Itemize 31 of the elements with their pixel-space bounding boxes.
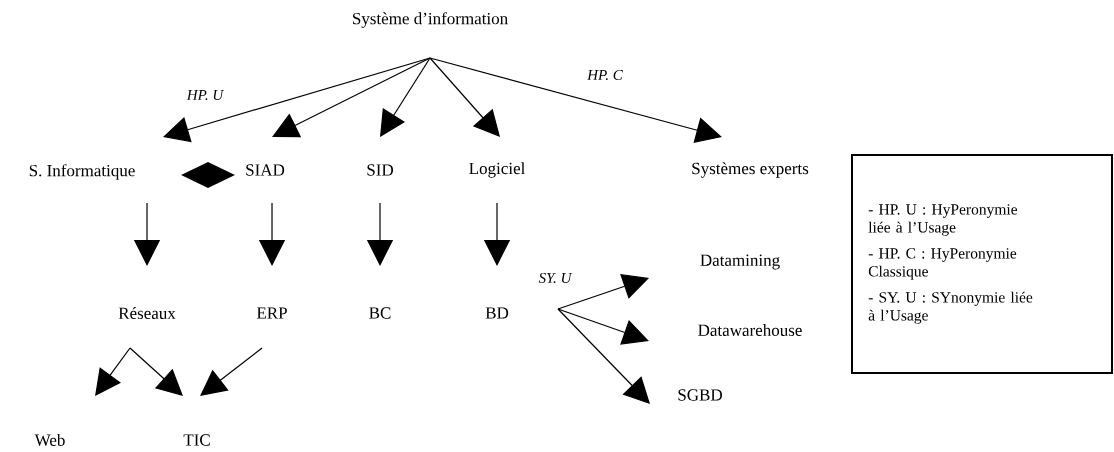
concept-label: Datawarehouse: [698, 324, 802, 336]
concept-label: TIC: [183, 434, 210, 446]
diamond-shape: [181, 162, 235, 188]
concept-label: SIAD: [246, 164, 285, 176]
arrow: [272, 57, 431, 138]
arrow: [95, 347, 131, 396]
arrow: [557, 308, 650, 404]
arrow: [429, 57, 500, 137]
concept-label: Réseaux: [118, 307, 176, 319]
concept-label: SID: [367, 164, 393, 176]
edge-label: HP. C: [587, 69, 623, 81]
edge-label: SY. U: [538, 272, 573, 284]
concept-label: Systèmes experts: [692, 162, 809, 178]
arrow: [380, 57, 431, 137]
concept-label: Logiciel: [469, 162, 525, 178]
arrow: [429, 57, 722, 143]
concept-label: Système d’information: [353, 12, 508, 28]
edge-label: HP. U: [186, 90, 224, 100]
arrow: [163, 57, 431, 143]
concept-label: Web: [34, 433, 65, 446]
concept-label: SGBD: [678, 389, 722, 401]
concept-label: ERP: [256, 307, 287, 319]
concept-label: S. Informatique: [29, 164, 135, 180]
arrow: [200, 347, 263, 396]
arrow: [557, 308, 649, 345]
concept-label: Datamining: [700, 254, 780, 270]
arrow: [129, 347, 183, 396]
concept-label: BC: [369, 307, 391, 319]
legend-box: - HP. U : HyPeronymie liée à l’Usage - HP. C : HyPeronymie Classique - SY. U : SYnonymie liée à l’Usage: [851, 154, 1113, 374]
arrow: [557, 273, 649, 310]
concept-label: BD: [485, 307, 509, 319]
